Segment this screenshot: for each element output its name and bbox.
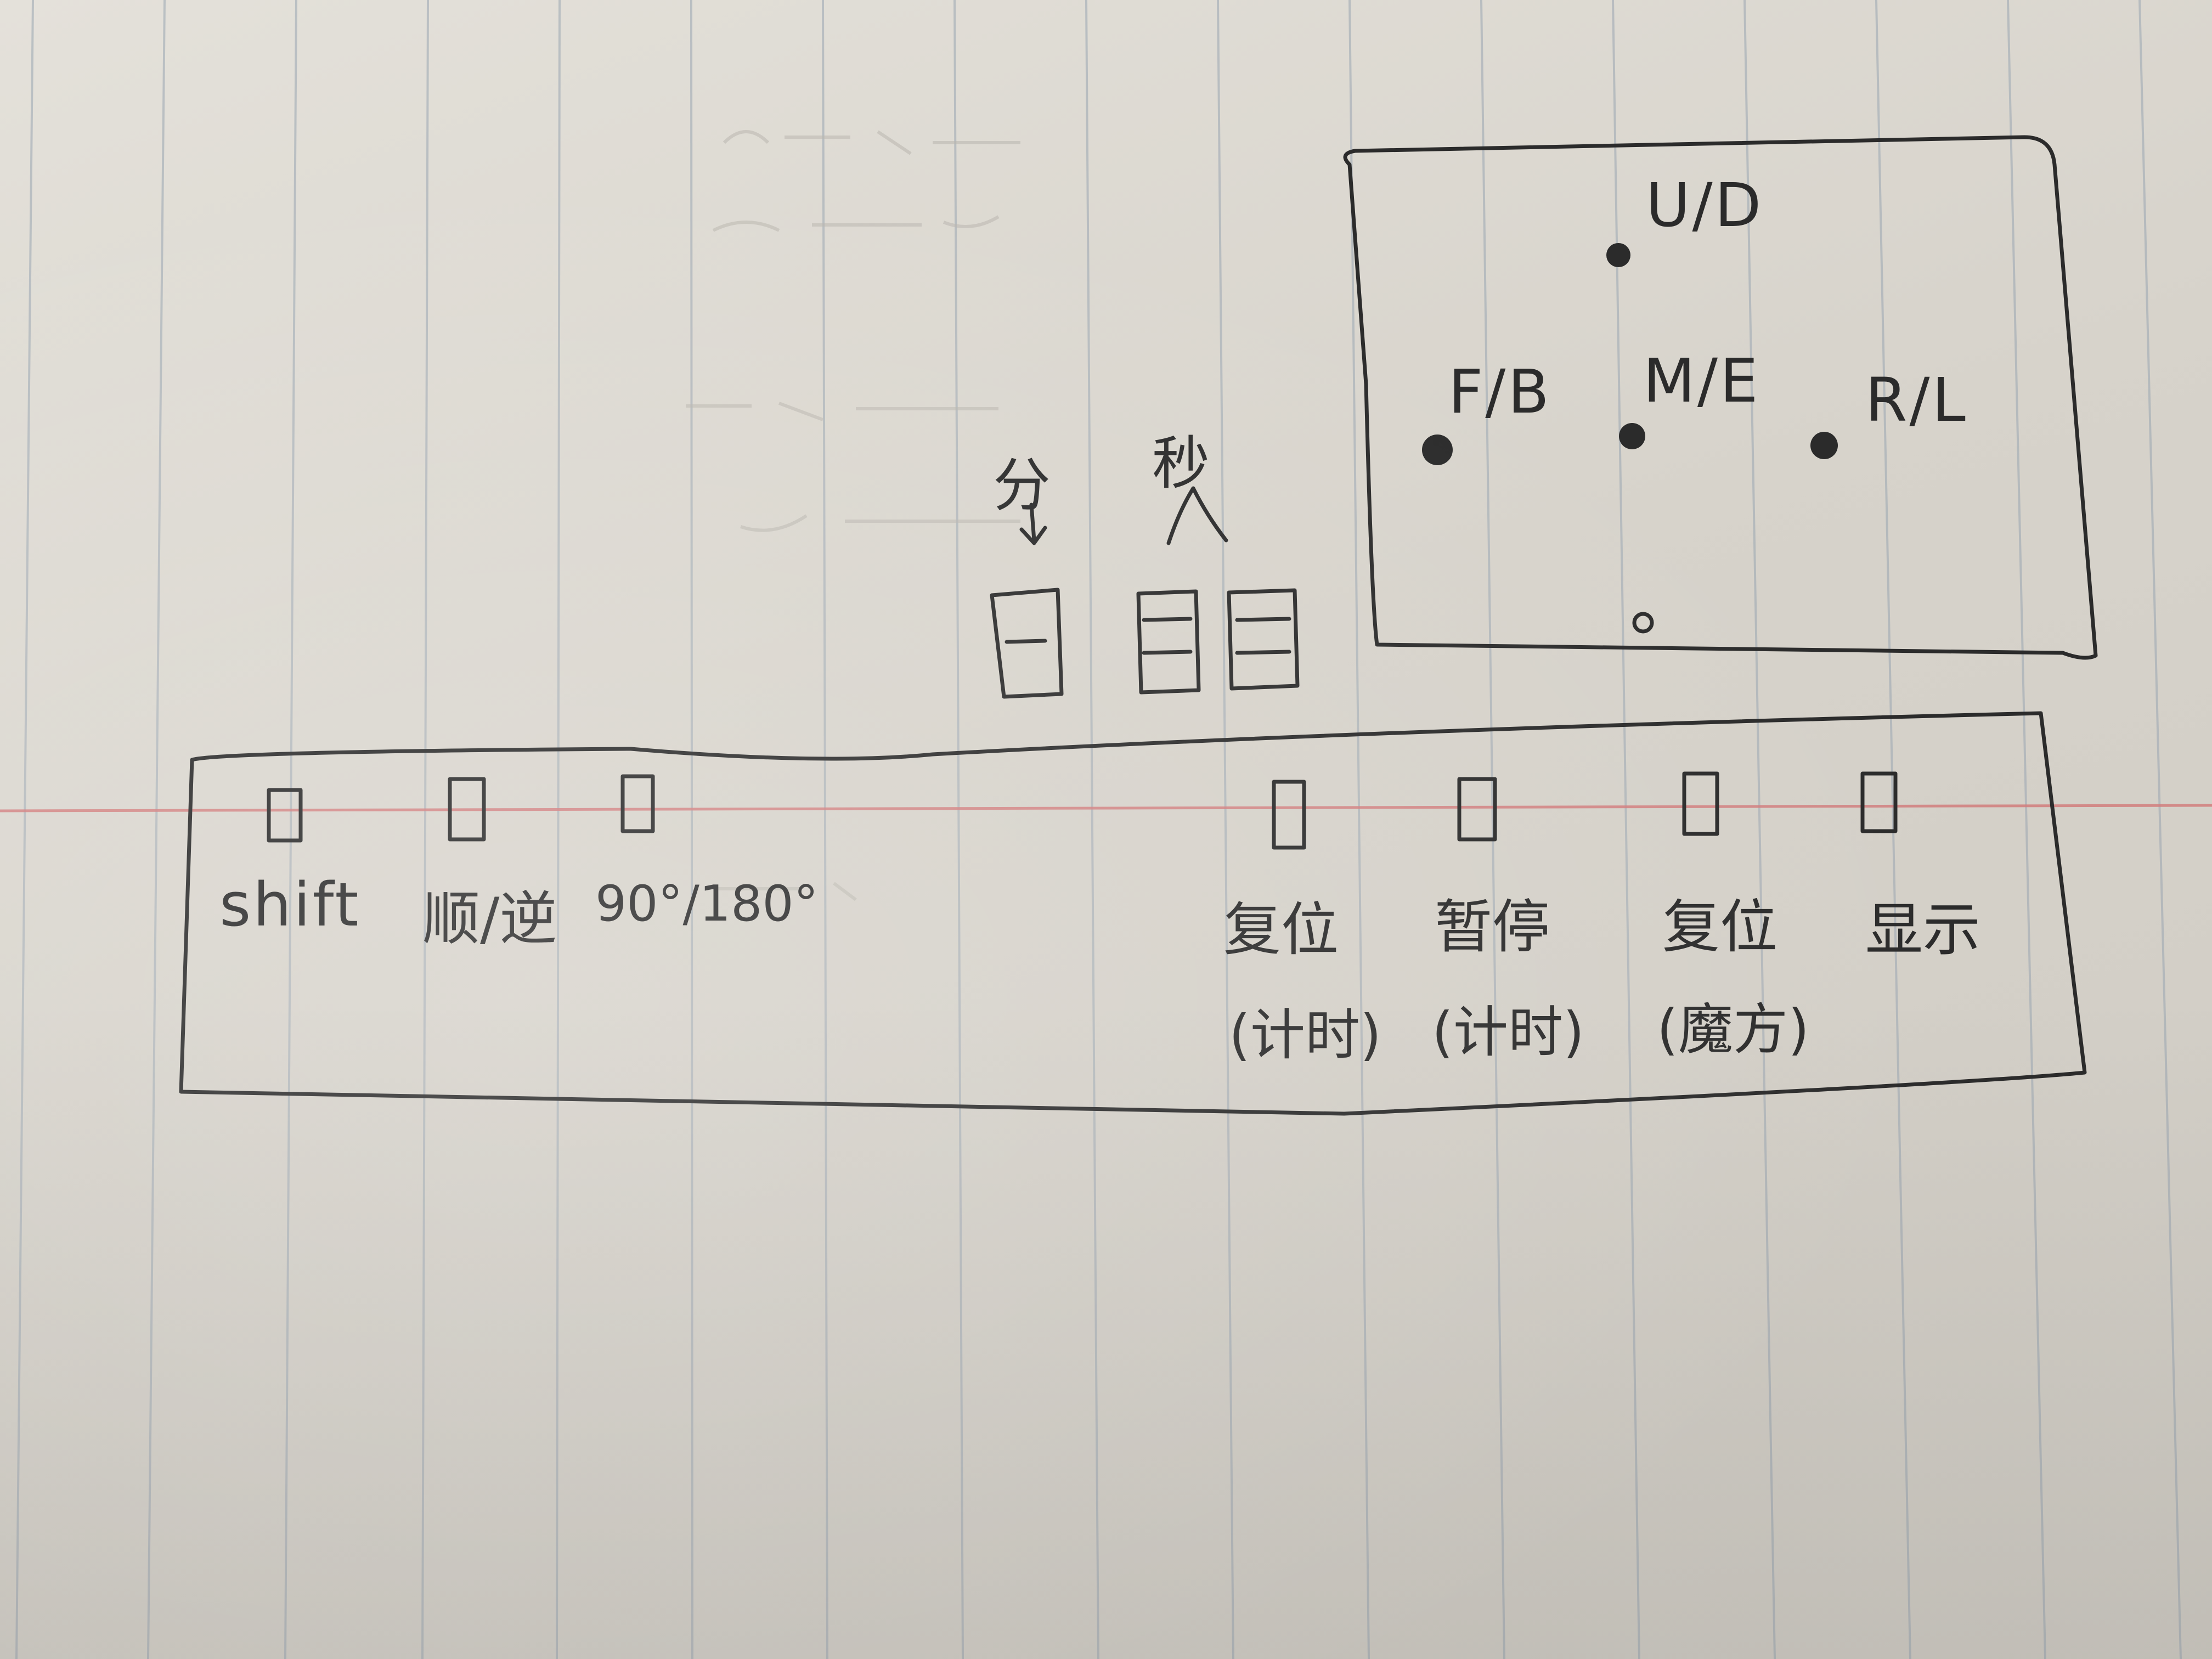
sec-indicator-box-1 (1136, 589, 1201, 695)
label-pause-timer: 暂停 (1435, 894, 1550, 961)
min-indicator-box (990, 588, 1064, 699)
button-panel-outline (179, 711, 2087, 1116)
label-shift: shift (219, 870, 361, 940)
reset-timer-button-shape (1272, 780, 1306, 850)
angle-button-shape (620, 774, 655, 833)
display-button-shape (1860, 771, 1898, 833)
label-direction: 顺/逆 (422, 885, 557, 952)
label-display: 显示 (1865, 896, 1981, 963)
label-reset-cube: 复位 (1662, 894, 1778, 961)
label-up-down: U/D (1646, 170, 1764, 240)
label-middle-edge: M/E (1643, 346, 1760, 416)
label-front-back: F/B (1448, 357, 1551, 427)
sublabel-reset-timer: (计时) (1229, 1003, 1382, 1067)
label-angle: 90°/180° (595, 875, 819, 933)
led-up-down (1606, 243, 1630, 267)
label-minutes: 分 (993, 452, 1051, 519)
sec-indicator-box-2 (1227, 588, 1300, 691)
direction-button-shape (448, 777, 486, 842)
label-reset-timer: 复位 (1223, 896, 1339, 963)
led-front-back (1422, 435, 1453, 465)
label-right-left: R/L (1865, 365, 1968, 435)
led-right-left (1810, 432, 1838, 459)
orientation-box-outline (1343, 135, 2098, 660)
sublabel-reset-cube: (魔方) (1657, 997, 1810, 1062)
reset-cube-button-shape (1682, 771, 1719, 836)
label-seconds: 秒 (1152, 430, 1210, 497)
sublabel-pause-timer: (计时) (1432, 1000, 1585, 1064)
shift-button-shape (267, 788, 303, 843)
pause-timer-button-shape (1457, 777, 1497, 842)
led-bottom (1632, 612, 1654, 634)
led-middle-edge (1619, 423, 1645, 449)
